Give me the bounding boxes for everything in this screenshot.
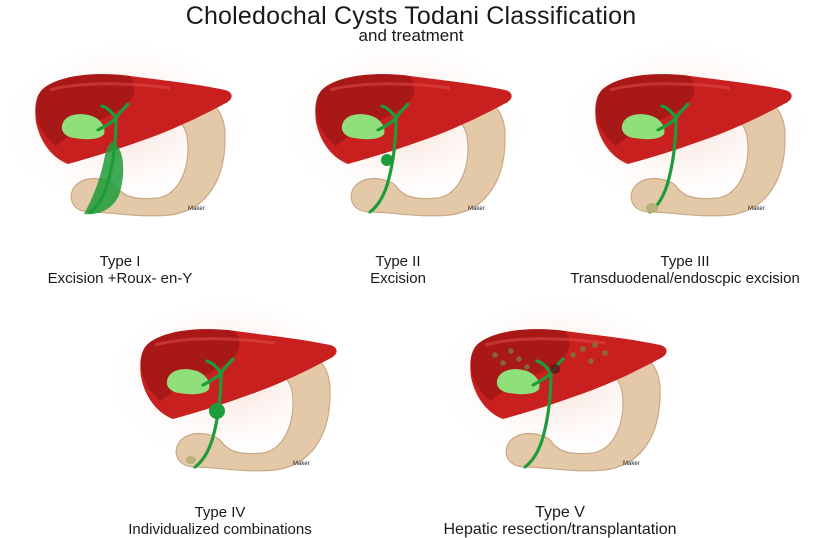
hilar-cyst-cluster [550, 364, 560, 374]
panel-type-1: Maker Type I Excision +Roux- en-Y [5, 45, 260, 310]
treatment-label: Excision [370, 270, 426, 287]
gallbladder [496, 369, 540, 395]
choledochocele-cyst [646, 203, 658, 213]
treatment-label: Hepatic resection/transplantation [443, 521, 677, 538]
watermark-text: Maker [468, 206, 485, 212]
duodenum [505, 348, 661, 472]
page-subtitle: and treatment [358, 26, 464, 45]
liver-highlight [49, 82, 171, 92]
duodenum [175, 348, 331, 472]
diverticulum-cyst [381, 154, 393, 166]
anatomy-illustration-type-5: Maker [440, 300, 680, 472]
treatment-label: Transduodenal/endoscpic excision [570, 270, 800, 287]
panel-type-5: Maker Type V Hepatic resection/transplan… [440, 300, 695, 538]
type-label: Type III [660, 253, 710, 270]
extrahepatic-cyst [209, 403, 225, 419]
gallbladder [61, 114, 105, 140]
duodenum [630, 93, 786, 217]
panel-type-4: Maker Type IV Individualized combination… [110, 300, 365, 538]
bile-duct [193, 357, 235, 469]
liver-highlight [154, 337, 276, 347]
fusiform-cyst [84, 142, 124, 215]
bile-duct [368, 102, 410, 214]
watermark-text: Maker [623, 461, 640, 467]
watermark-text: Maker [748, 206, 765, 212]
treatment-label: Excision +Roux- en-Y [47, 270, 193, 287]
intrahepatic-cyst [516, 356, 522, 362]
anatomy-illustration-type-2: Maker [285, 45, 525, 217]
liver-left-lobe-shade [35, 74, 135, 146]
duodenum [350, 93, 506, 217]
watermark-text: Maker [293, 461, 310, 467]
liver-highlight [609, 82, 731, 92]
intrahepatic-cyst [570, 352, 576, 358]
anatomy-illustration-type-3: Maker [565, 45, 805, 217]
gallbladder [166, 369, 210, 395]
anatomy-illustration-type-4: Maker [110, 300, 350, 472]
distal-cyst [186, 456, 196, 464]
intrahepatic-cyst [492, 352, 498, 358]
intrahepatic-cyst [580, 346, 586, 352]
type-label: Type II [375, 253, 421, 270]
intrahepatic-cyst [508, 348, 514, 354]
type-label: Type I [99, 253, 141, 270]
watermark-text: Maker [188, 206, 205, 212]
anatomy-illustration-type-1: Maker [5, 45, 245, 217]
panel-type-3: Maker Type III Transduodenal/endoscpic e… [565, 45, 820, 310]
intrahepatic-cyst [524, 364, 530, 370]
intrahepatic-cyst [588, 358, 594, 364]
treatment-label: Individualized combinations [128, 521, 312, 538]
bile-duct [88, 102, 130, 214]
liver-highlight [484, 337, 606, 347]
type-label: Type V [535, 504, 585, 521]
intrahepatic-cyst [500, 360, 506, 366]
intrahepatic-cyst [592, 342, 598, 348]
bile-duct [648, 102, 690, 214]
page-title: Choledochal Cysts Todani Classification [185, 2, 637, 30]
type-label: Type IV [194, 504, 246, 521]
liver-left-lobe-shade [595, 74, 695, 146]
liver-left-lobe-shade [315, 74, 415, 146]
liver-left-lobe-shade [140, 329, 240, 401]
liver-left-lobe-shade [470, 329, 570, 401]
intrahepatic-cyst [602, 350, 608, 356]
gallbladder [621, 114, 665, 140]
liver-highlight [329, 82, 451, 92]
panel-type-2: Maker Type II Excision [285, 45, 540, 310]
gallbladder [341, 114, 385, 140]
